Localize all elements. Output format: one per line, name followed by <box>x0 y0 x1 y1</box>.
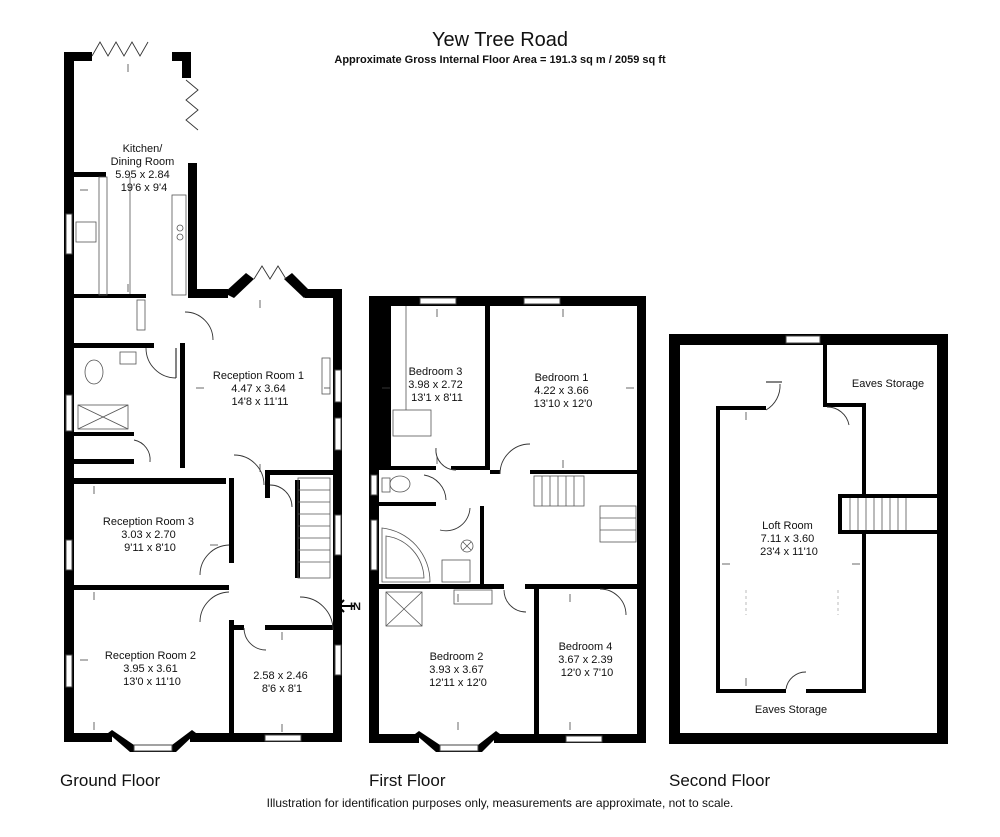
first-floor-label: First Floor <box>369 771 446 790</box>
small-room-label: 2.58 x 2.46 8'6 x 8'1 <box>253 670 311 695</box>
entrance-arrow-icon <box>336 599 354 613</box>
floor-area-subtitle: Approximate Gross Internal Floor Area = … <box>334 54 666 66</box>
entrance-label: IN <box>350 601 361 613</box>
eaves-storage-top-label: Eaves Storage <box>852 378 924 390</box>
dimension-ticks <box>80 64 860 732</box>
first-floor-plan: Bedroom 3 3.98 x 2.72 13'1 x 8'11 Bedroo… <box>369 296 646 752</box>
second-floor-label: Second Floor <box>669 771 770 790</box>
reception-room-2-label: Reception Room 2 3.95 x 3.61 13'0 x 11'1… <box>105 650 199 688</box>
reception-room-1-label: Reception Room 1 4.47 x 3.64 14'8 x 11'1… <box>213 370 307 408</box>
reception-room-3-label: Reception Room 3 3.03 x 2.70 9'11 x 8'10 <box>103 516 197 554</box>
eaves-storage-bottom-label: Eaves Storage <box>755 704 827 716</box>
bedroom-4-label: Bedroom 4 3.67 x 2.39 12'0 x 7'10 <box>558 641 616 679</box>
ground-floor-label: Ground Floor <box>60 771 160 790</box>
bedroom-1-label: Bedroom 1 4.22 x 3.66 13'10 x 12'0 <box>534 372 593 410</box>
disclaimer: Illustration for identification purposes… <box>267 796 734 810</box>
second-floor-plan: Eaves Storage Loft Room 7.11 x 3.60 23'4… <box>669 334 948 744</box>
bedroom-3-label: Bedroom 3 3.98 x 2.72 13'1 x 8'11 <box>408 366 466 404</box>
bedroom-2-label: Bedroom 2 3.93 x 3.67 12'11 x 12'0 <box>429 651 487 689</box>
kitchen-dining-label: Kitchen/ Dining Room 5.95 x 2.84 19'6 x … <box>111 143 178 194</box>
ground-floor-plan: IN Kitchen/ Dining Room 5.95 x 2.84 19'6… <box>64 41 361 752</box>
plan-title: Yew Tree Road <box>432 29 568 51</box>
loft-room-label: Loft Room 7.11 x 3.60 23'4 x 11'10 <box>760 520 818 558</box>
